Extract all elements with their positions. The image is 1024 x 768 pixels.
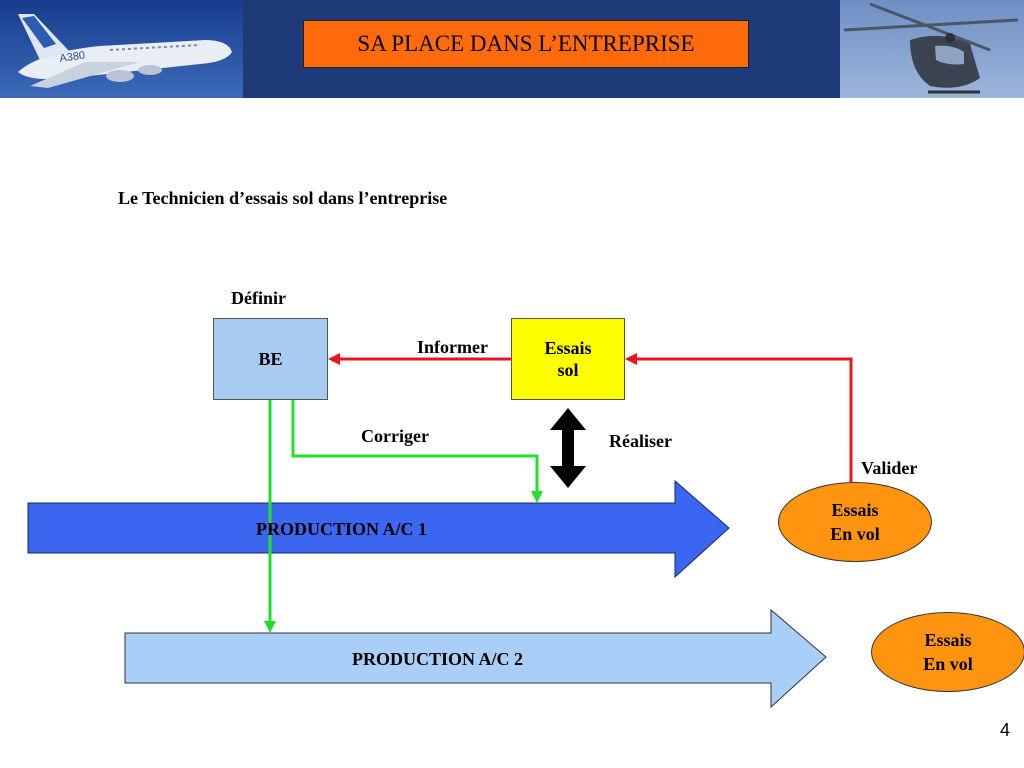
essais-en-vol-2: Essais En vol	[871, 612, 1024, 692]
helicopter-image	[840, 0, 1024, 98]
essais-sol-box: Essais sol	[511, 318, 625, 400]
essais-en-vol-1-line1: Essais	[831, 500, 879, 520]
slide-subtitle: Le Technicien d’essais sol dans l’entrep…	[118, 188, 448, 208]
production-ac2-arrow	[124, 608, 827, 709]
page-title: SA PLACE DANS L’ENTREPRISE	[303, 20, 749, 68]
definir-label: Définir	[231, 288, 286, 308]
valider-arrowhead	[625, 353, 637, 365]
production-ac1-label: PRODUCTION A/C 1	[256, 519, 428, 539]
essais-en-vol-2-line2: En vol	[923, 654, 973, 674]
header-banner: A380 SA PLACE DANS L’ENTREPRISE	[0, 0, 1024, 98]
be-to-production-ac2-arrowhead	[264, 621, 276, 633]
a380-logo-text: A380	[59, 50, 86, 65]
informer-label: Informer	[417, 337, 488, 357]
a380-airplane-image: A380	[0, 0, 243, 98]
production-ac1-arrow	[27, 479, 730, 579]
corriger-label: Corriger	[361, 426, 429, 446]
realiser-double-arrow	[550, 408, 586, 488]
essais-en-vol-1: Essais En vol	[778, 482, 932, 562]
valider-label: Valider	[861, 458, 918, 478]
essais-sol-line2: sol	[557, 360, 579, 380]
valider-arrow	[634, 357, 853, 482]
corriger-arrowhead	[531, 491, 543, 503]
corriger-arrow	[291, 400, 539, 494]
page-number: 4	[1000, 720, 1011, 740]
essais-en-vol-2-line1: Essais	[924, 630, 972, 650]
page-title-text: SA PLACE DANS L’ENTREPRISE	[357, 31, 695, 56]
informer-arrowhead	[328, 353, 340, 365]
essais-en-vol-1-line2: En vol	[830, 524, 880, 544]
essais-sol-line1: Essais	[544, 338, 592, 358]
be-box-label: BE	[258, 349, 283, 369]
be-box: BE	[213, 318, 328, 400]
realiser-label: Réaliser	[609, 431, 672, 451]
production-ac2-label: PRODUCTION A/C 2	[352, 649, 524, 669]
